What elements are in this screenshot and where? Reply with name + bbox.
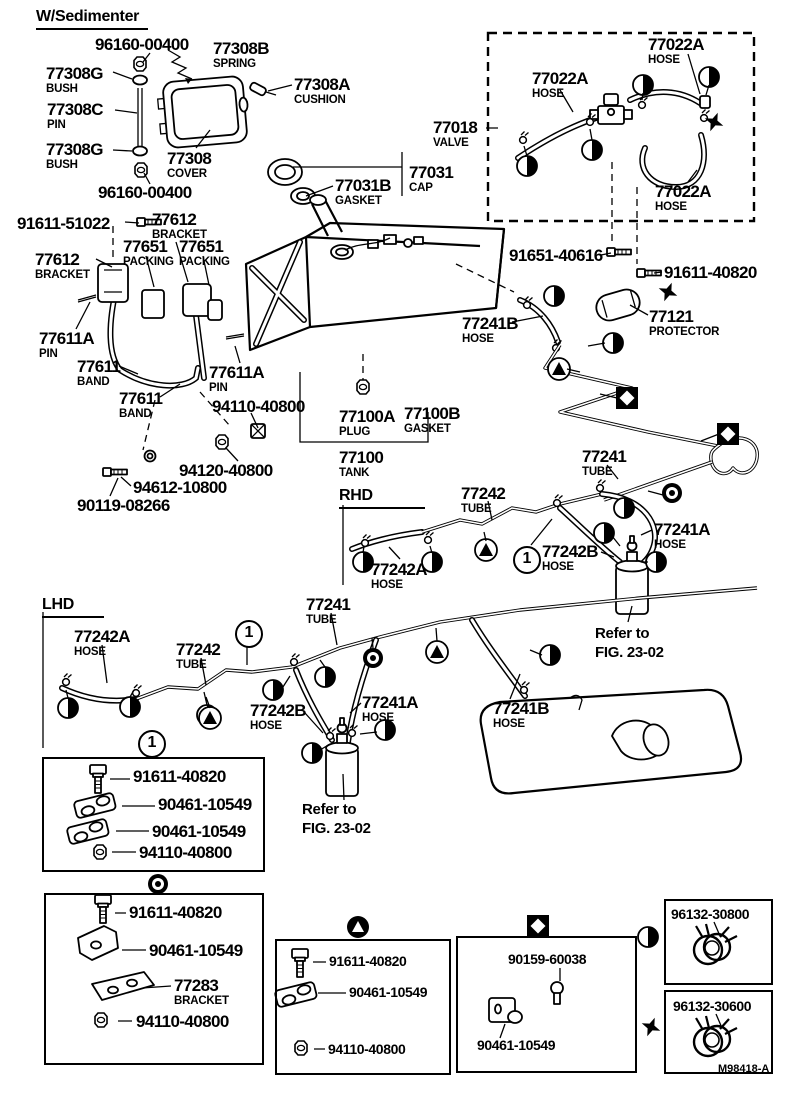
- cover-assembly: [132, 49, 277, 178]
- box4-label-90159-60038: 90159-60038: [508, 951, 587, 967]
- box2-label-90461-10549: 90461-10549: [149, 941, 243, 960]
- part-label-90119-08266: 90119-08266: [77, 496, 170, 515]
- box1-label-94110-40800: 94110-40800: [139, 843, 232, 862]
- part-label-91611-40820: 91611-40820: [664, 263, 757, 282]
- callout-marker-1-box: 1: [138, 730, 166, 758]
- callout-box-parts: [65, 764, 739, 1058]
- callout-marker-1-rhd: 1: [513, 546, 541, 574]
- box1-label-90461-10549-1: 90461-10549: [158, 795, 252, 814]
- box4-label-90461-10549: 90461-10549: [477, 1037, 556, 1053]
- section-heading-lhd: LHD: [42, 596, 104, 618]
- drawing-code: M98418-A: [718, 1063, 770, 1075]
- box2-label-91611-40820: 91611-40820: [129, 903, 222, 922]
- box3-label-90461-10549: 90461-10549: [349, 984, 428, 1000]
- callout-box-4: [456, 936, 637, 1073]
- leader-lines: [75, 52, 723, 1050]
- part-label-91651-40616: 91651-40616: [509, 246, 603, 265]
- box1-label-90461-10549-2: 90461-10549: [152, 822, 246, 841]
- callout-box-2: [44, 893, 264, 1065]
- box1-label-91611-40820: 91611-40820: [133, 767, 226, 786]
- callout-box-6: [664, 990, 773, 1074]
- callout-box-3: [275, 939, 451, 1075]
- tank-bands-brackets: [77, 217, 266, 477]
- box3-label-94110-40800: 94110-40800: [328, 1041, 406, 1057]
- box2-label-94110-40800: 94110-40800: [136, 1012, 229, 1031]
- callout-box-5: [664, 899, 773, 985]
- box5-label-96132-30800: 96132-30800: [671, 906, 750, 922]
- section-heading-sedimenter: W/Sedimenter: [36, 8, 148, 30]
- part-label-94120-40800: 94120-40800: [179, 461, 273, 480]
- sender-and-protector: [520, 247, 682, 353]
- filler-cap: [267, 158, 343, 237]
- fuel-tank: [244, 221, 515, 395]
- section-heading-rhd: RHD: [339, 487, 425, 509]
- callout-marker-1-lhd: 1: [235, 620, 263, 648]
- part-label-96160-00400-bottom: 96160-00400: [98, 183, 192, 202]
- part-label-94110-40800: 94110-40800: [212, 397, 305, 416]
- rhd-tube-network: [352, 332, 759, 615]
- valve-assembly: [486, 31, 756, 264]
- part-label-91611-51022: 91611-51022: [17, 214, 110, 233]
- callout-box-1: [42, 757, 265, 872]
- box6-label-96132-30600: 96132-30600: [673, 998, 752, 1014]
- lhd-tube-network: [42, 586, 759, 797]
- part-label-94612-10800: 94612-10800: [133, 478, 227, 497]
- box3-label-91611-40820: 91611-40820: [329, 953, 407, 969]
- part-label-96160-00400-top: 96160-00400: [95, 35, 189, 54]
